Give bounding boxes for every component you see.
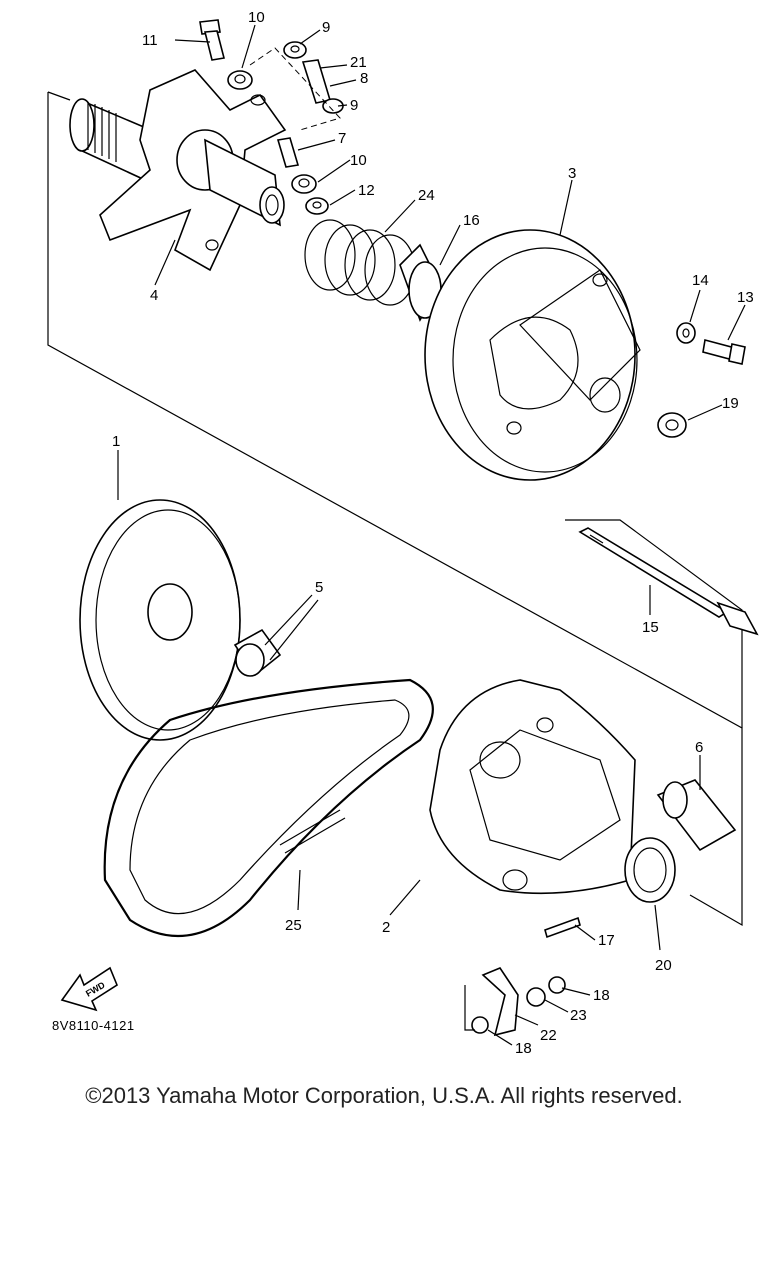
callout-16: 16 (463, 212, 480, 229)
part-19-washer (657, 412, 687, 438)
callout-7: 7 (338, 130, 346, 147)
part-22-weight-arm (481, 967, 519, 1037)
part-25-drive-belt (103, 678, 434, 938)
catalog-code: 8V8110-4121 (52, 1018, 135, 1033)
callout-24: 24 (418, 187, 435, 204)
callout-4: 4 (150, 287, 158, 304)
assembly-outline (47, 91, 743, 927)
part-3-sheave-cover (424, 229, 641, 481)
callout-3: 3 (568, 165, 576, 182)
callout-12: 12 (358, 182, 375, 199)
part-14-washer (676, 322, 696, 344)
callout-11: 11 (142, 32, 158, 49)
callout-19: 19 (722, 395, 739, 412)
part-16-bushing (399, 243, 442, 322)
callout-18-right: 18 (593, 987, 610, 1004)
callout-9-top: 9 (322, 19, 330, 36)
part-23-roller (526, 987, 546, 1007)
callout-9-bottom: 9 (350, 97, 358, 114)
part-4-spider-shaft (69, 69, 287, 272)
part-18-washers (471, 976, 566, 1034)
callout-6: 6 (695, 739, 703, 756)
callout-23: 23 (570, 1007, 587, 1024)
callout-21: 21 (350, 54, 367, 71)
part-15-long-bolt (578, 527, 759, 636)
callout-8: 8 (360, 70, 368, 87)
part-17-pin (544, 916, 581, 939)
callout-2: 2 (382, 919, 390, 936)
copyright-notice: ©2013 Yamaha Motor Corporation, U.S.A. A… (85, 1083, 683, 1108)
callout-25: 25 (285, 917, 302, 934)
callout-22: 22 (540, 1027, 557, 1044)
exploded-parts-diagram: 11 10 9 21 8 9 7 10 12 24 16 3 4 14 13 1… (47, 9, 759, 1057)
callout-1: 1 (112, 433, 120, 450)
callout-10-top: 10 (248, 9, 265, 26)
callout-18-left: 18 (515, 1040, 532, 1057)
callout-17: 17 (598, 932, 615, 949)
callout-15: 15 (642, 619, 659, 636)
front-arrow-icon: FWD (60, 966, 118, 1012)
callout-20: 20 (655, 957, 672, 974)
leader-lines (117, 24, 746, 1046)
part-1-sheave-disc (79, 499, 241, 741)
callout-5: 5 (315, 579, 323, 596)
part-2-sheave-housing (429, 679, 636, 895)
part-13-bolt (702, 339, 746, 365)
part-24-spring (304, 219, 416, 306)
part-6-sleeve (656, 779, 737, 852)
callout-10-bottom: 10 (350, 152, 367, 169)
part-20-seal (624, 837, 676, 903)
hardware-stack (199, 19, 344, 215)
callout-13: 13 (737, 289, 754, 306)
callout-14: 14 (692, 272, 709, 289)
